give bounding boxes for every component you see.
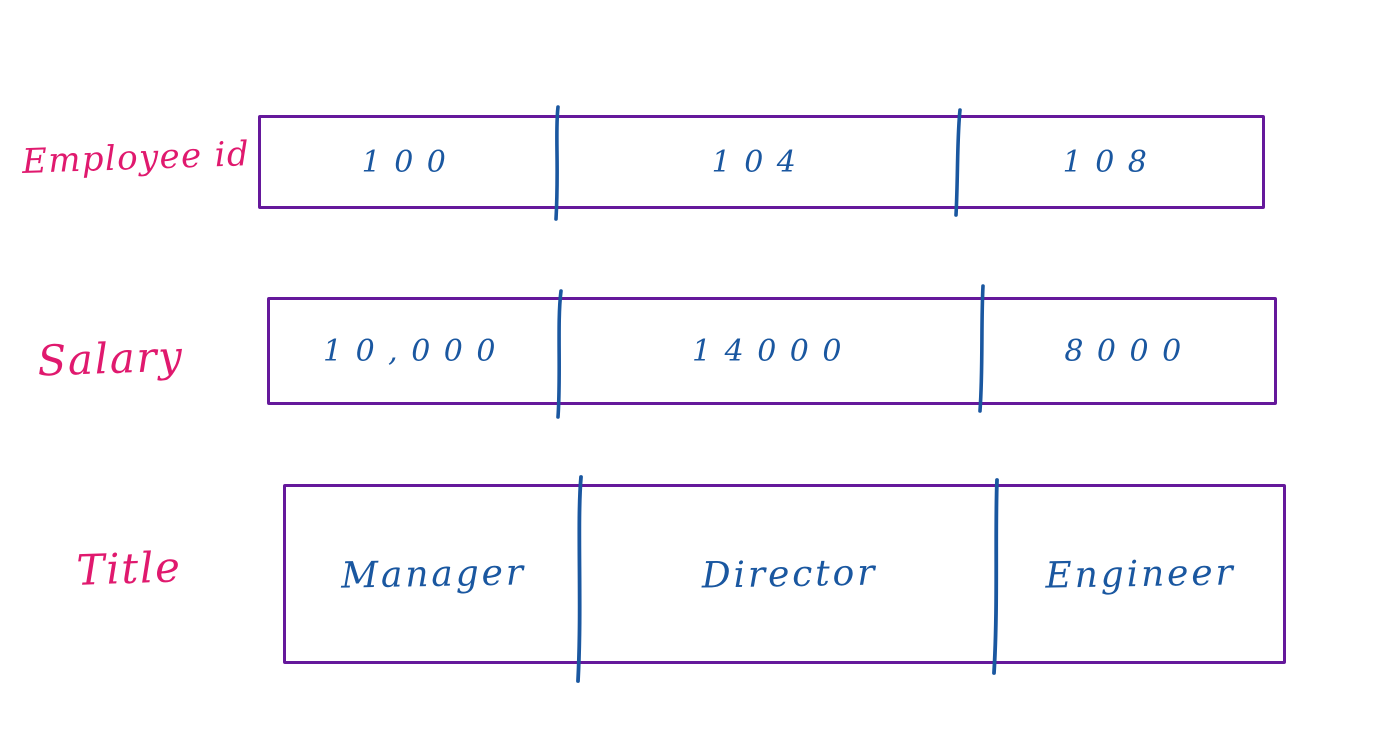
title-cell: Director bbox=[701, 551, 878, 597]
salary-label: Salary bbox=[36, 331, 185, 386]
employee-id-label: Employee id bbox=[21, 134, 251, 182]
salary-cell: 10,000 bbox=[323, 333, 509, 369]
salary-cell: 14000 bbox=[692, 333, 855, 369]
salary-box: 10,000 14000 8000 bbox=[267, 297, 1277, 405]
title-cell: Manager bbox=[340, 551, 527, 597]
employee-id-cell: 104 bbox=[711, 144, 810, 180]
title-cell: Engineer bbox=[1045, 551, 1236, 597]
employee-id-box: 100 104 108 bbox=[258, 115, 1265, 209]
title-box: Manager Director Engineer bbox=[283, 484, 1286, 664]
salary-cell: 8000 bbox=[1064, 333, 1195, 369]
employee-id-cell: 100 bbox=[361, 144, 460, 180]
employee-id-cell: 108 bbox=[1062, 144, 1161, 180]
title-label: Title bbox=[75, 542, 183, 595]
